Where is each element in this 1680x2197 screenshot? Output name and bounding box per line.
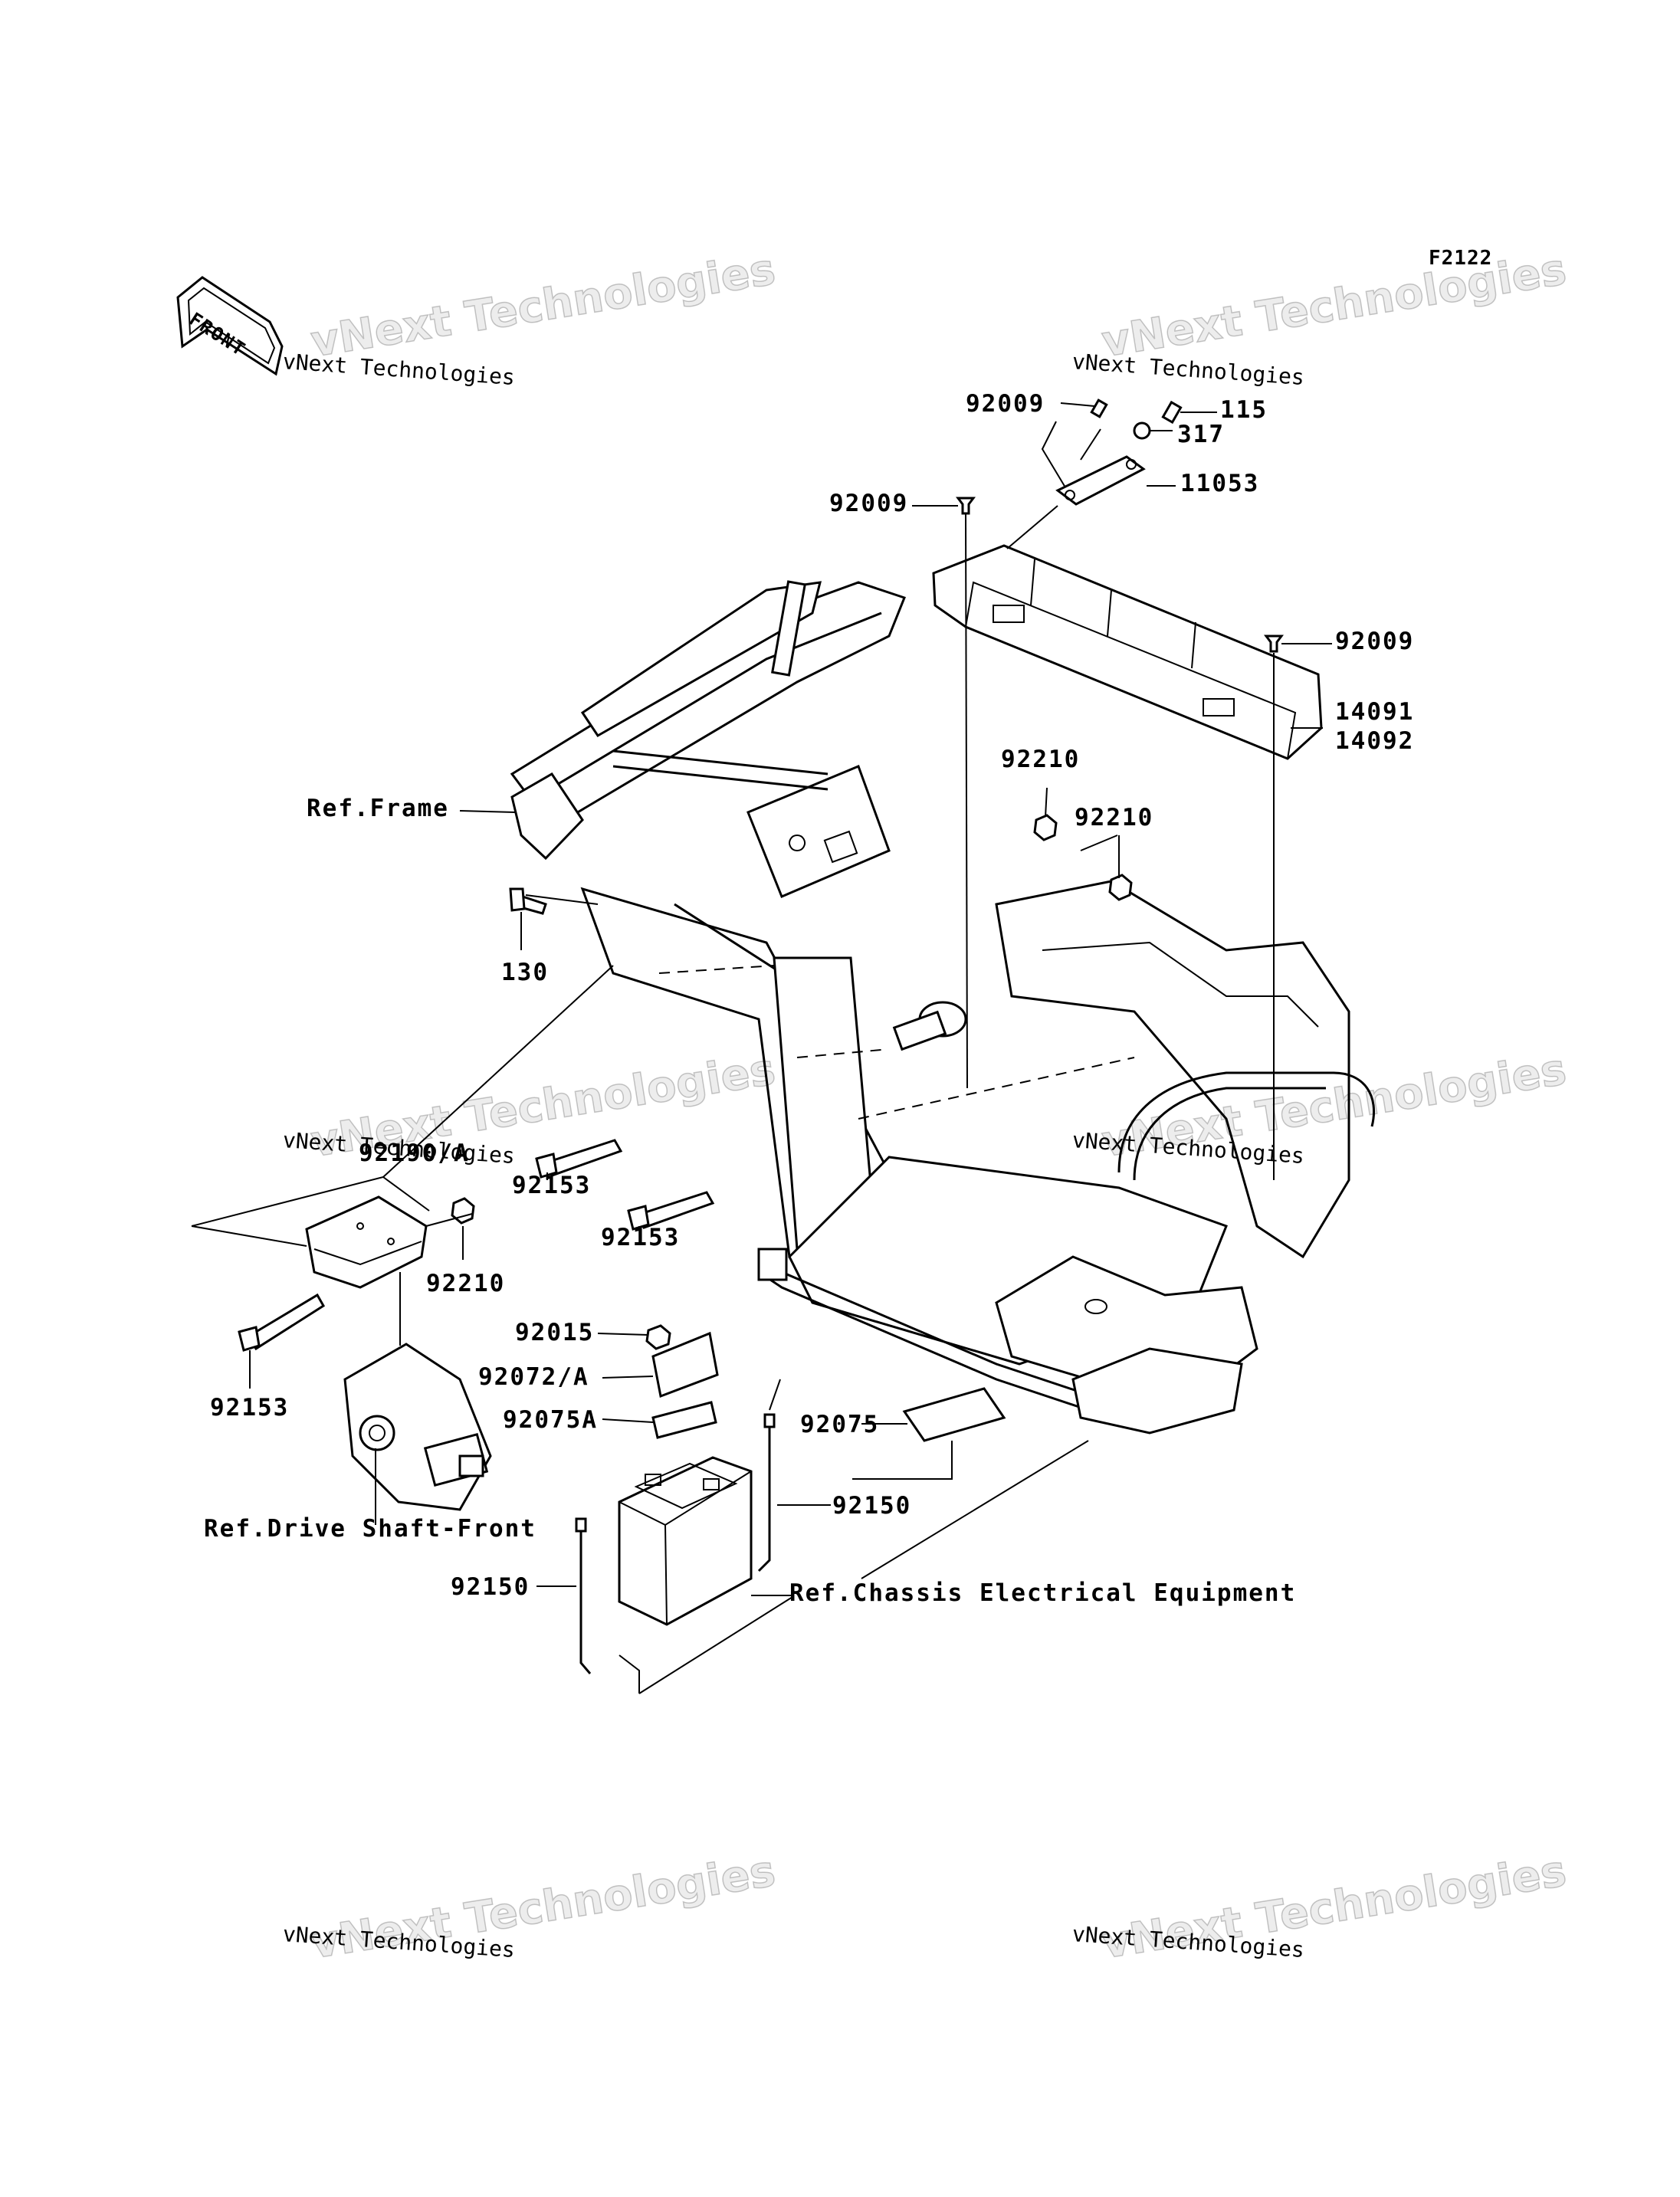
- nut-92015: [645, 1324, 671, 1350]
- callout-92210-b[interactable]: 92210: [1075, 804, 1154, 831]
- callout-115[interactable]: 115: [1220, 396, 1268, 424]
- front-drive-unit: [343, 1343, 492, 1511]
- callout-ref-frame[interactable]: Ref.Frame: [307, 795, 449, 822]
- vehicle-frame: [510, 580, 1376, 1435]
- callout-11053[interactable]: 11053: [1180, 470, 1260, 497]
- callout-92075[interactable]: 92075: [800, 1411, 880, 1438]
- callout-92015[interactable]: 92015: [515, 1319, 595, 1346]
- rod-92150-left: [575, 1517, 592, 1674]
- callout-92075a[interactable]: 92075A: [503, 1406, 598, 1434]
- callout-ref-drive-shaft-front[interactable]: Ref.Drive Shaft-Front: [204, 1515, 536, 1543]
- bolt-92153-a: [535, 1139, 623, 1179]
- callout-92150-b[interactable]: 92150: [451, 1573, 530, 1601]
- screw-92009-a: [1090, 398, 1108, 418]
- bracket-11053: [1055, 455, 1146, 506]
- bolt-115: [1161, 400, 1183, 425]
- nut-317: [1133, 421, 1151, 440]
- callout-92153-b[interactable]: 92153: [601, 1224, 681, 1251]
- pad-92075: [902, 1387, 1006, 1442]
- callout-130[interactable]: 130: [501, 959, 549, 986]
- callout-92009-b[interactable]: 92009: [829, 490, 909, 517]
- callout-317[interactable]: 317: [1177, 421, 1225, 448]
- callout-92190a[interactable]: 92190/A: [359, 1139, 470, 1167]
- nut-92210-b: [1108, 874, 1133, 901]
- strap-92072a: [651, 1331, 719, 1399]
- bolt-92153-c: [238, 1293, 326, 1352]
- callout-14091[interactable]: 14091: [1335, 698, 1415, 726]
- callout-92210-c[interactable]: 92210: [426, 1270, 506, 1297]
- callout-92150-a[interactable]: 92150: [832, 1492, 912, 1520]
- nut-92210-c: [451, 1197, 475, 1225]
- bracket-92190a: [305, 1195, 428, 1289]
- front-arrow-icon: [176, 276, 284, 376]
- callout-92072a[interactable]: 92072/A: [478, 1363, 589, 1391]
- rod-92150-right: [757, 1413, 776, 1572]
- pad-92075a: [651, 1401, 717, 1439]
- leader-lines: [191, 402, 1332, 1694]
- bolt-92153-b: [627, 1191, 715, 1231]
- screw-92009-b: [956, 497, 976, 515]
- callout-92009-c[interactable]: 92009: [1335, 628, 1415, 655]
- callout-14092[interactable]: 14092: [1335, 727, 1415, 755]
- diagram-code: F2122: [1429, 247, 1493, 270]
- battery: [618, 1456, 753, 1626]
- callout-92153-c[interactable]: 92153: [210, 1394, 290, 1421]
- callout-92210-a[interactable]: 92210: [1001, 746, 1081, 773]
- bolt-130: [509, 887, 547, 915]
- nut-92210-a: [1033, 814, 1058, 841]
- callout-92153-a[interactable]: 92153: [512, 1172, 592, 1199]
- callout-ref-chassis-electrical[interactable]: Ref.Chassis Electrical Equipment: [789, 1579, 1297, 1607]
- screw-92009-c: [1264, 635, 1284, 653]
- callout-92009-a[interactable]: 92009: [966, 390, 1045, 418]
- rear-guard-plate: [932, 544, 1323, 760]
